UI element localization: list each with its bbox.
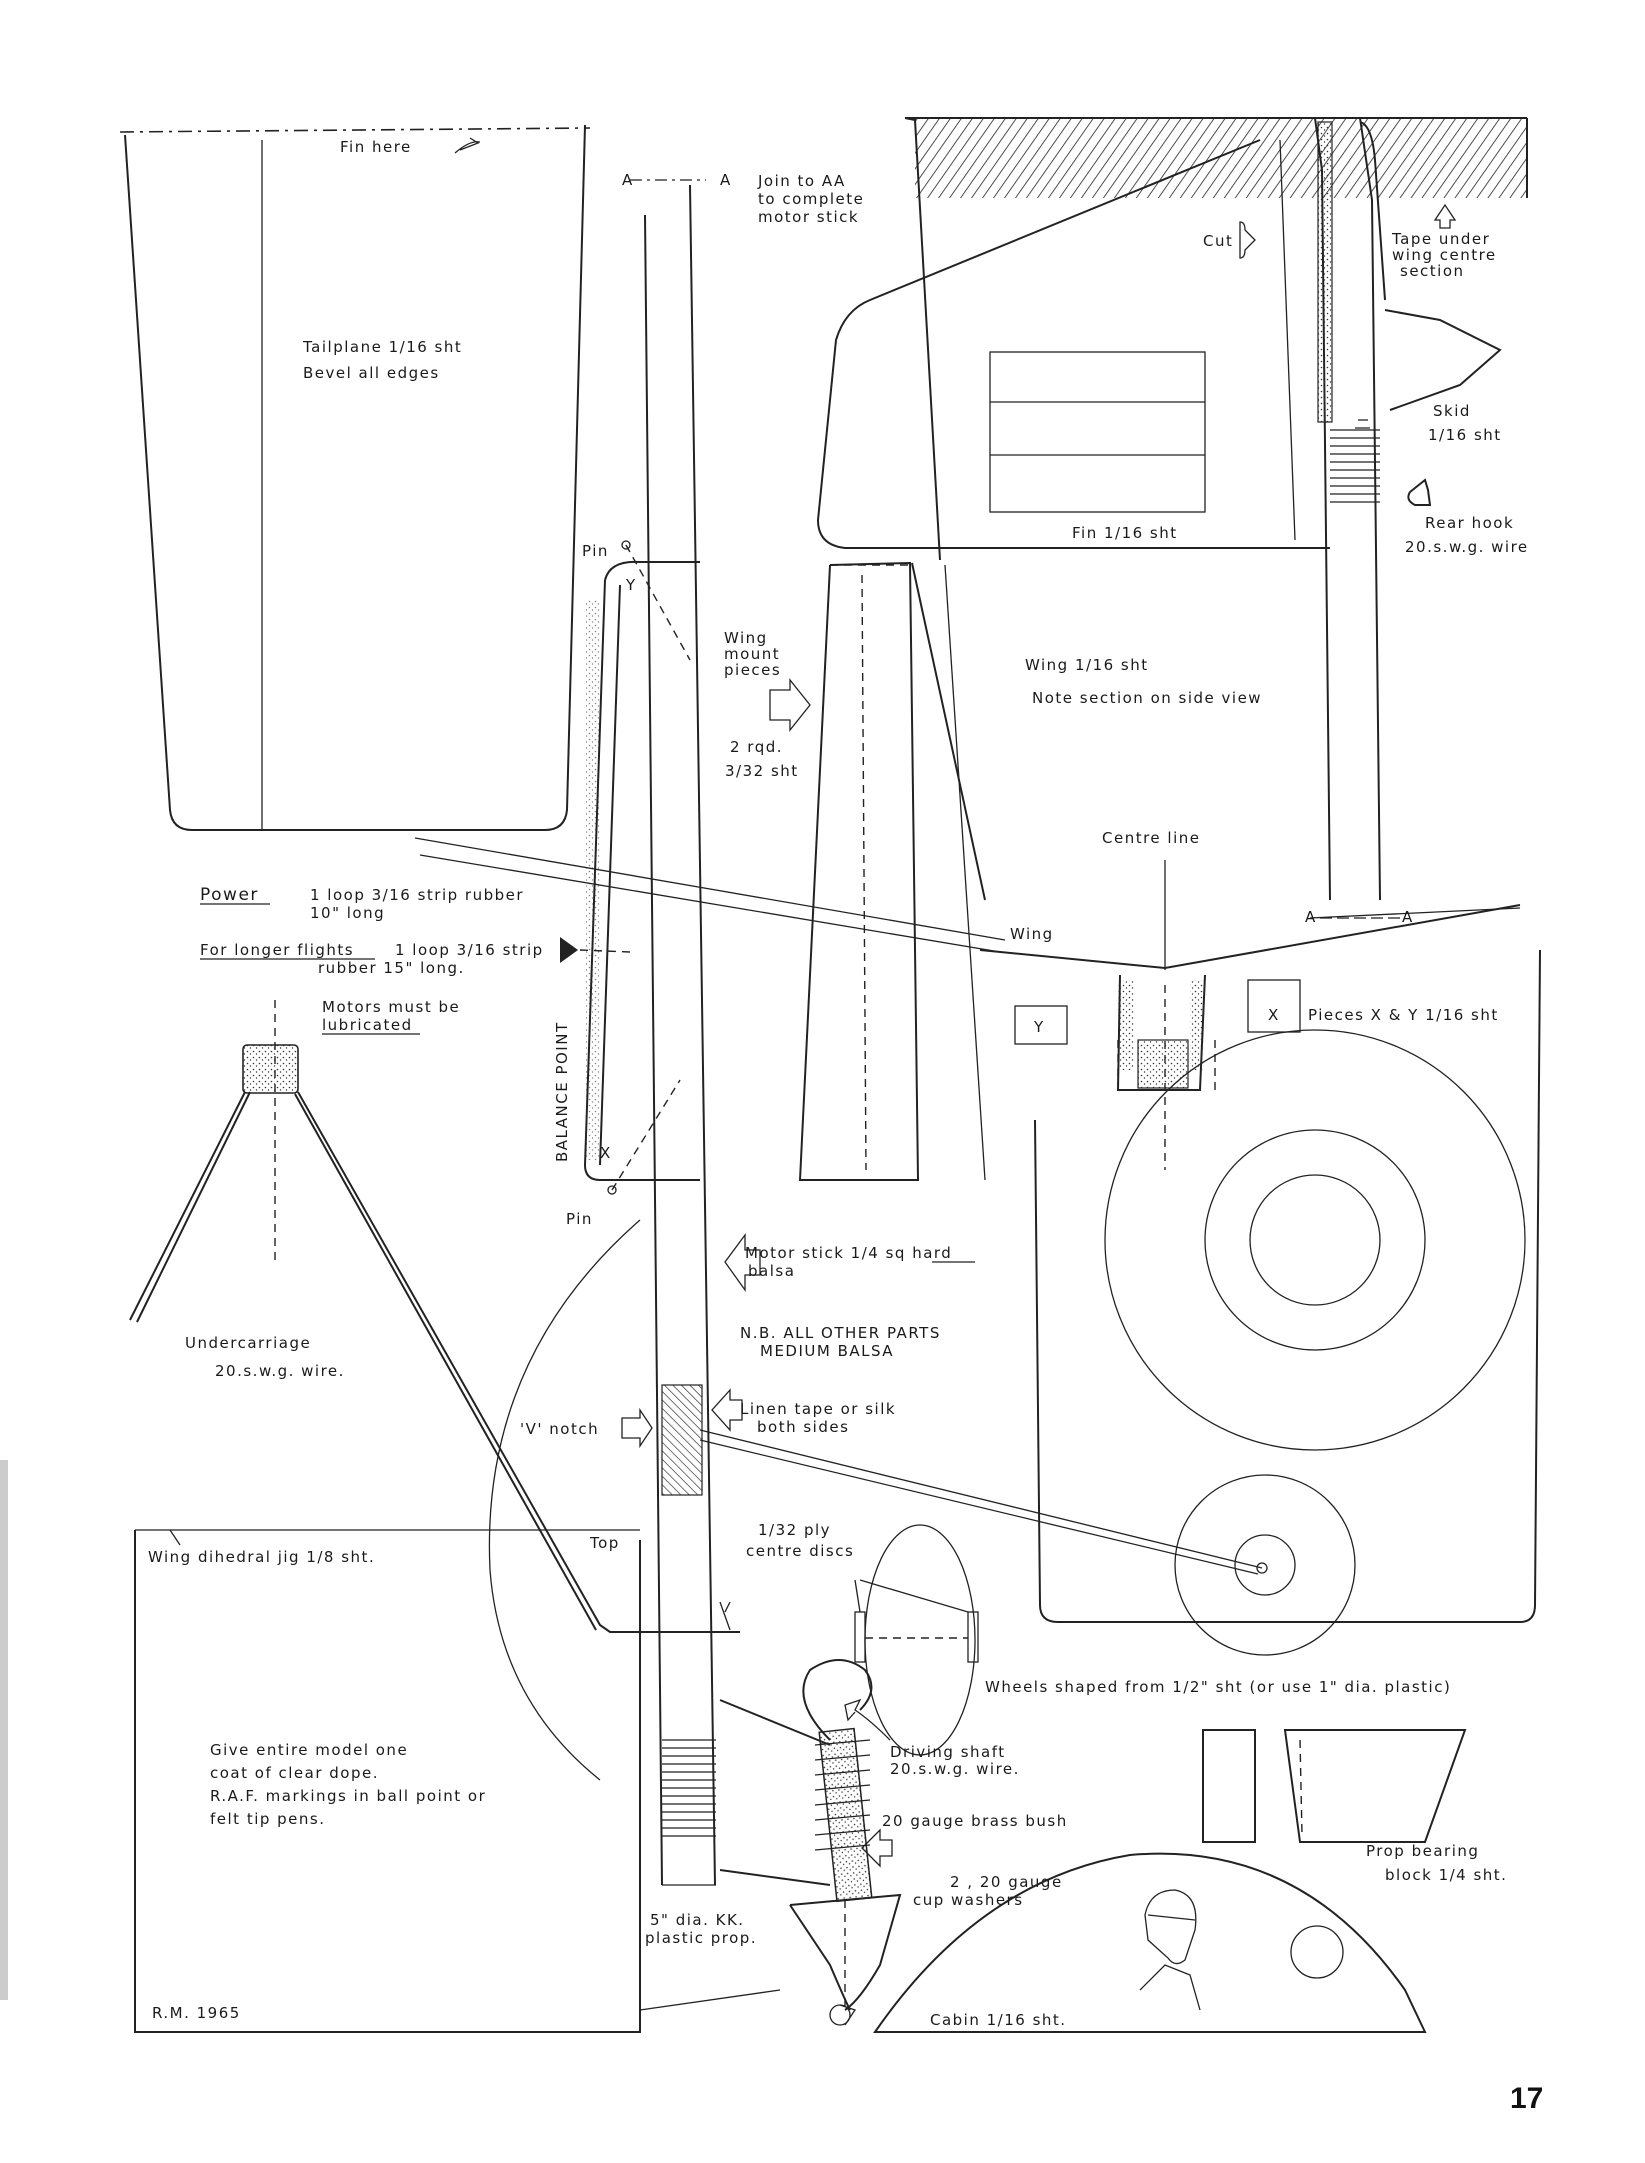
page-number: 17 [1510,2082,1543,2115]
motor-stick [630,179,716,1886]
undercarriage-label-2: 20.s.w.g. wire. [215,1362,345,1380]
skid-sht-label: 1/16 sht [1428,426,1502,444]
balance-point-label: BALANCE POINT [553,1021,571,1162]
wing-mount-label-1: Wing [724,629,768,647]
tape-label-3: section [1400,262,1465,280]
wing-mount-label-3: pieces [724,661,781,679]
wheels-label: Wheels shaped from 1/2" sht (or use 1" d… [985,1678,1451,1696]
cabin-label: Cabin 1/16 sht. [930,2011,1067,2029]
prop-label-2: plastic prop. [645,1929,757,1947]
rm-label: R.M. 1965 [152,2004,241,2022]
rear-hook-label-2: 20.s.w.g. wire [1405,538,1529,556]
prop-and-shaft [639,1524,979,2026]
a-label-top-right: A [720,171,732,189]
join-label-3: motor stick [758,208,859,226]
linen-arrow-icon [711,1388,743,1432]
y-small-label: Y [625,576,637,594]
driving-label-2: 20.s.w.g. wire. [890,1760,1020,1778]
fin-side-view [816,117,1528,901]
wing-mount-label-2: mount [724,645,780,663]
undercarriage-label-1: Undercarriage [185,1334,311,1352]
top-label: Top [589,1534,620,1552]
power-label-2: 10" long [310,904,385,922]
longer-title-label: For longer flights [200,941,354,959]
tape-label-2: wing centre [1392,246,1497,264]
dope-label-3: R.A.F. markings in ball point or [210,1787,486,1805]
join-label-2: to complete [758,190,864,208]
nb-label-1: N.B. ALL OTHER PARTS [740,1324,941,1342]
cabin [873,1852,1427,2033]
dope-label-4: felt tip pens. [210,1810,326,1828]
dope-label-1: Give entire model one [210,1741,408,1759]
v-notch-arrow-icon [621,1407,653,1449]
prop-bearing-label-2: block 1/4 sht. [1385,1866,1507,1884]
longer-label-2: rubber 15" long. [318,959,465,977]
pin-bottom-label: Pin [566,1210,593,1228]
centre-line-label: Centre line [1102,829,1201,847]
wheel-discs [699,949,1541,1656]
tailplane [119,124,591,831]
wing-side-view [414,837,1521,1170]
skid-label: Skid [1433,402,1471,420]
pieces-xy-label: Pieces X & Y 1/16 sht [1308,1006,1499,1024]
washers-label-1: 2 , 20 gauge [950,1873,1063,1891]
power-title-label: Power [200,885,259,905]
driving-label-1: Driving shaft [890,1743,1006,1761]
prop-bearing-block [1202,1729,1467,1843]
wing-sht-label: Wing 1/16 sht [1025,656,1149,674]
y-piece-label: Y [1033,1018,1045,1036]
bush-label: 20 gauge brass bush [882,1812,1068,1830]
cut-label: Cut [1203,232,1233,250]
tailplane-label: Tailplane 1/16 sht [302,338,462,356]
dihedral-jig [134,1529,641,2033]
linen-label-2: both sides [757,1418,849,1436]
motor-stick-label-2: balsa [748,1262,795,1280]
jig-label: Wing dihedral jig 1/8 sht. [148,1548,375,1566]
x-small-label: X [600,1144,612,1162]
rear-hook-label-1: Rear hook [1425,514,1514,532]
ply-label-2: centre discs [746,1542,854,1560]
undercarriage [129,1000,740,1633]
join-label-1: Join to AA [757,172,846,190]
prop-label-1: 5" dia. KK. [650,1911,745,1929]
pin-top-label: Pin [582,542,609,560]
motor-stick-label-1: Motor stick 1/4 sq hard [745,1244,952,1262]
bevel-label: Bevel all edges [303,364,440,382]
fin-here-label: Fin here [340,138,412,156]
motor-stick-arrow-icon [724,1233,761,1293]
wing-strut-piece [560,540,700,1195]
nb-label-2: MEDIUM BALSA [760,1342,894,1360]
bush-arrow-icon [861,1828,893,1868]
dope-label-2: coat of clear dope. [210,1764,379,1782]
linen-label-1: Linen tape or silk [740,1400,896,1418]
a-label-mid-left: A [1305,908,1317,926]
a-label-top-left: A [622,171,634,189]
power-label-1: 1 loop 3/16 strip rubber [310,886,524,904]
motors-label-1: Motors must be [322,998,460,1016]
x-piece-label: X [1268,1006,1280,1024]
wing-plan [798,561,986,1181]
wing-mount-arrow-icon [769,678,811,732]
note-section-label: Note section on side view [1032,689,1262,707]
wing-side-label: Wing [1010,925,1054,943]
prop-bearing-label-1: Prop bearing [1366,1842,1479,1860]
tape-label-1: Tape under [1391,230,1490,248]
fin-label: Fin 1/16 sht [1072,524,1178,542]
rqd-label-2: 3/32 sht [725,762,799,780]
v-notch-label: 'V' notch [520,1420,599,1438]
longer-label-1: 1 loop 3/16 strip [395,941,544,959]
motors-label-2: lubricated [322,1016,413,1034]
a-label-mid-right: A [1402,908,1414,926]
ply-label-1: 1/32 ply [758,1521,831,1539]
washers-label-2: cup washers [913,1891,1024,1909]
rqd-label-1: 2 rqd. [730,738,783,756]
